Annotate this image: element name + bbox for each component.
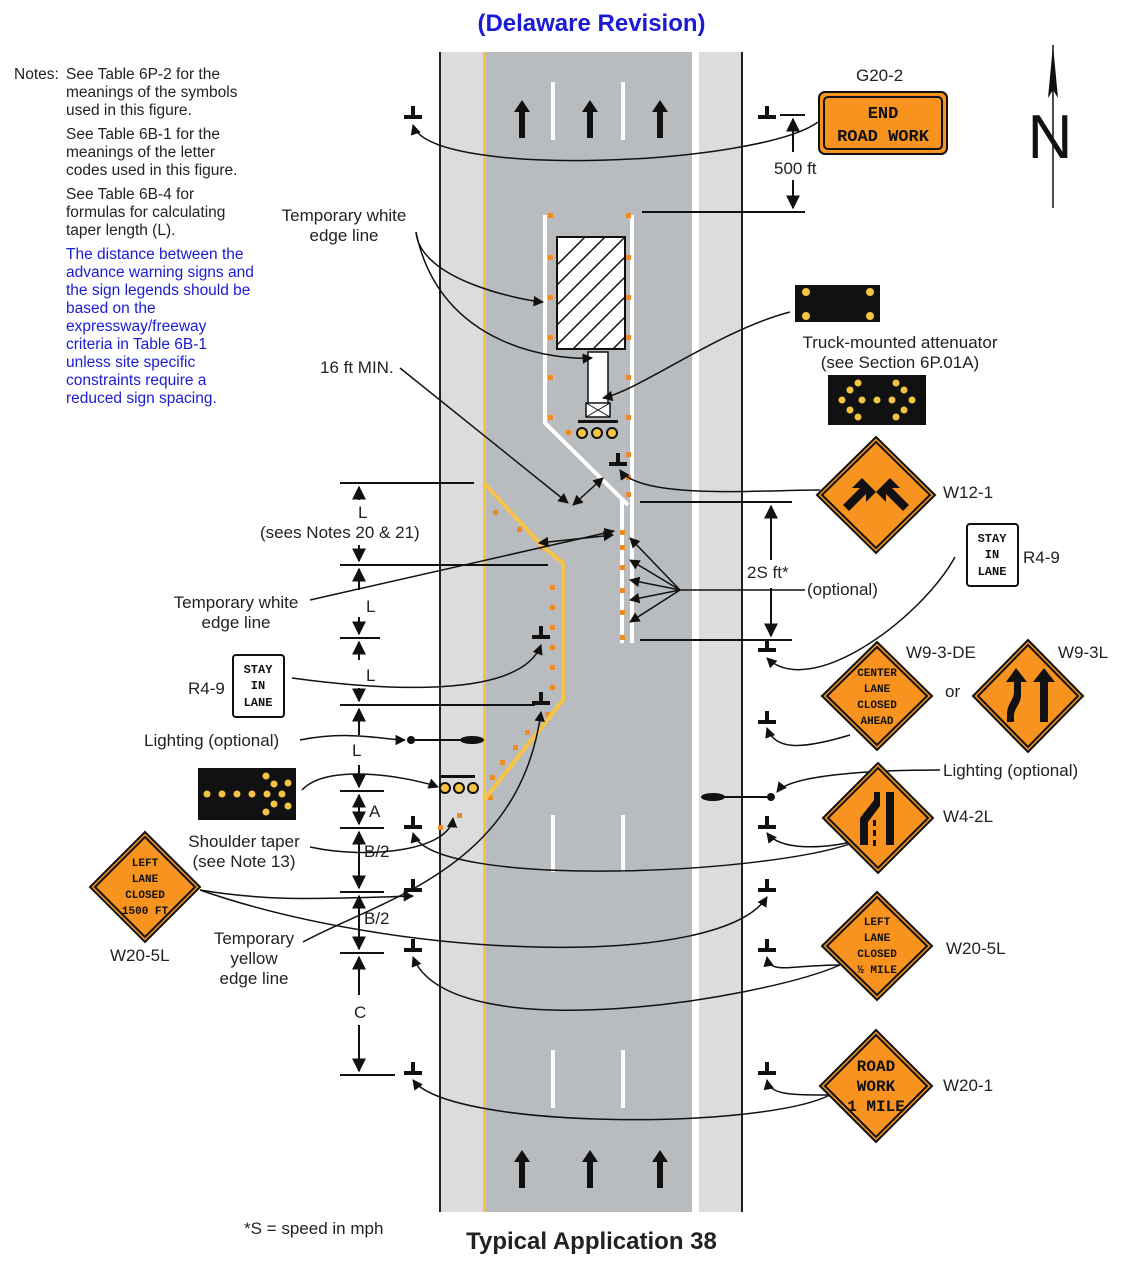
svg-text:CLOSED: CLOSED	[857, 949, 897, 961]
label-L1: L	[358, 503, 368, 522]
label-A: A	[369, 802, 381, 821]
sign-code-w9-3l: W9-3L	[1058, 643, 1109, 662]
label-or: or	[945, 682, 961, 701]
sign-w12-1-double-arrow	[815, 435, 937, 555]
page-title: (Delaware Revision)	[477, 10, 706, 37]
label-L4: L	[352, 741, 362, 760]
dimension-lines-right	[640, 114, 805, 641]
svg-text:LANE: LANE	[978, 565, 1007, 579]
arrow-panel-dots	[795, 285, 880, 322]
svg-text:IN: IN	[985, 548, 999, 562]
sign-stay-in-lane-right: STAY IN LANE	[966, 523, 1019, 587]
merge-arrow-icon	[1006, 668, 1027, 722]
sign-code-r4-9-right: R4-9	[1023, 548, 1060, 567]
sign-left-lane-closed-half-mile: LEFT LANE CLOSED ½ MILE	[820, 890, 934, 1002]
label-lighting-right: Lighting (optional)	[943, 761, 1079, 780]
north-arrow-icon: N	[1028, 45, 1073, 208]
svg-text:LANE: LANE	[244, 696, 273, 710]
label-shoulder-taper: Shoulder taper(see Note 13)	[188, 832, 300, 871]
sign-code-w20-1: W20-1	[943, 1076, 994, 1095]
lane-ends-left-icon	[860, 792, 880, 845]
sign-left-lane-closed-1500ft: LEFT LANE CLOSED 1500 FT	[88, 830, 202, 944]
svg-text:AHEAD: AHEAD	[860, 716, 893, 728]
label-L1-note: (sees Notes 20 & 21)	[260, 523, 420, 542]
sign-code-w20-5l-right: W20-5L	[946, 939, 1006, 958]
label-optional: (optional)	[807, 580, 878, 599]
svg-text:IN: IN	[251, 679, 265, 693]
label-truck-attenuator: Truck-mounted attenuator(see Section 6P.…	[802, 333, 998, 372]
work-area	[543, 215, 634, 643]
label-C: C	[354, 1003, 367, 1022]
sign-road-work-1-mile: ROAD WORK 1 MILE	[818, 1028, 934, 1144]
arrow-down-left-icon	[843, 478, 876, 511]
sign-code-w4-2l: W4-2L	[943, 807, 994, 826]
sign-w4-2l-lane-ends	[821, 761, 935, 875]
figure-title: Typical Application 38	[466, 1228, 717, 1255]
note-item-3: See Table 6B-4 for formulas for calculat…	[66, 186, 226, 239]
label-L3: L	[366, 666, 376, 685]
svg-text:LEFT: LEFT	[864, 917, 891, 929]
label-L2: L	[366, 597, 376, 616]
svg-text:LEFT: LEFT	[132, 858, 159, 870]
sign-code-g20-2: G20-2	[856, 66, 904, 85]
svg-text:CLOSED: CLOSED	[125, 890, 165, 902]
leader-lines	[199, 121, 956, 1121]
label-lighting-left: Lighting (optional)	[144, 731, 280, 750]
svg-text:½ MILE: ½ MILE	[857, 965, 897, 977]
notes-heading: Notes:	[14, 66, 59, 83]
svg-text:ROAD WORK: ROAD WORK	[837, 128, 930, 147]
svg-text:CENTER: CENTER	[857, 668, 897, 680]
lighting-fixture-right	[701, 793, 775, 801]
sign-end-road-work: END ROAD WORK	[818, 91, 948, 155]
svg-text:LANE: LANE	[864, 933, 891, 945]
sign-code-w12-1: W12-1	[943, 483, 994, 502]
lighting-fixture-left	[407, 736, 484, 744]
svg-text:STAY: STAY	[978, 532, 1008, 546]
label-2s: 2S ft*	[747, 563, 789, 582]
note-item-blue: The distance between the advance warning…	[66, 246, 254, 407]
label-500ft: 500 ft	[774, 159, 817, 178]
arrow-down-right-icon	[876, 478, 909, 511]
sign-center-lane-closed-ahead: CENTER LANE CLOSED AHEAD	[820, 640, 934, 752]
svg-text:1500 FT: 1500 FT	[122, 906, 169, 918]
svg-text:END: END	[868, 105, 899, 124]
note-item-1: See Table 6P-2 for the meanings of the s…	[66, 66, 238, 119]
roadway	[439, 52, 743, 1212]
straight-arrow-icon	[1033, 668, 1055, 722]
sign-w9-3l-lane-shift	[971, 638, 1085, 754]
svg-text:CLOSED: CLOSED	[857, 700, 897, 712]
svg-text:LANE: LANE	[864, 684, 891, 696]
sign-stay-in-lane-left: STAY IN LANE	[232, 654, 285, 718]
svg-text:LANE: LANE	[132, 874, 159, 886]
label-B2: B/2	[364, 909, 390, 928]
svg-text:WORK: WORK	[857, 1078, 896, 1096]
svg-text:1 MILE: 1 MILE	[847, 1098, 905, 1116]
lane-arrows	[514, 100, 668, 1188]
sign-code-w9-3-de: W9-3-DE	[906, 643, 976, 662]
arrow-panel-right	[198, 768, 296, 820]
footnote-speed: *S = speed in mph	[244, 1219, 384, 1238]
sign-code-w20-5l-left: W20-5L	[110, 946, 170, 965]
shoulder-arrow-board-lamps	[439, 775, 479, 794]
svg-text:STAY: STAY	[244, 663, 274, 677]
arrow-panel-double	[828, 375, 926, 425]
svg-text:N: N	[1028, 103, 1073, 172]
dimension-lines-left	[340, 482, 548, 1076]
label-16ft-min: 16 ft MIN.	[320, 358, 394, 377]
svg-text:ROAD: ROAD	[857, 1058, 895, 1076]
sign-code-r4-9-left: R4-9	[188, 679, 225, 698]
note-item-2: See Table 6B-1 for the meanings of the l…	[66, 126, 238, 179]
